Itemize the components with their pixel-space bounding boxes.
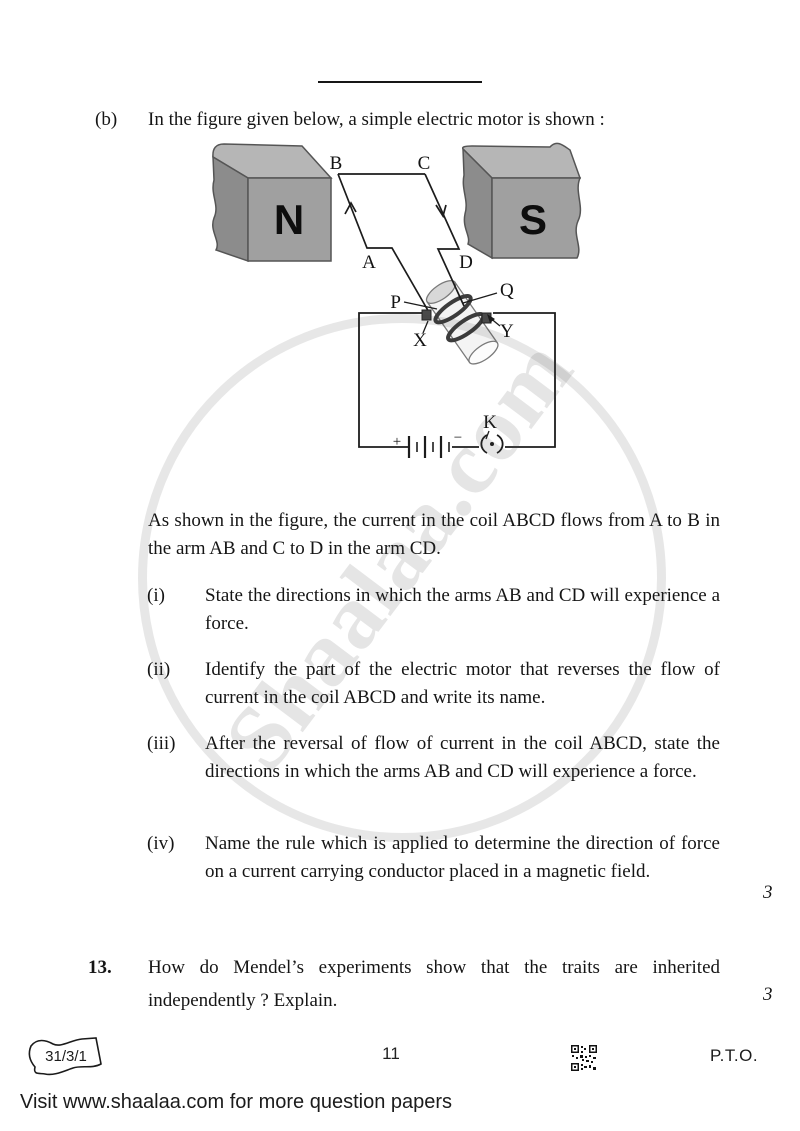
- arm-ab-wire: [337, 173, 431, 315]
- paper-code-flag: 31/3/1: [28, 1037, 102, 1076]
- question-b-description: As shown in the figure, the current in t…: [148, 510, 720, 559]
- pointer-x: [422, 320, 429, 334]
- label-q: Q: [500, 280, 514, 301]
- south-magnet: S: [461, 142, 582, 260]
- subquestion-i-text: State the directions in which the arms A…: [205, 585, 720, 634]
- marks-question-b: 3: [763, 882, 773, 903]
- brush-x: [421, 309, 432, 321]
- circuit-wire: [358, 312, 556, 448]
- subquestion-iii-label: (iii): [147, 733, 176, 754]
- north-pole-label: N: [274, 196, 304, 243]
- question-b-intro-row: (b) In the figure given below, a simple e…: [95, 106, 735, 134]
- south-magnet-front-face: [491, 177, 582, 259]
- question-b-label: (b): [95, 109, 118, 130]
- subquestion-iii: (iii) After the reversal of flow of curr…: [147, 730, 720, 785]
- subquestion-iv-text: Name the rule which is applied to determ…: [205, 833, 720, 882]
- label-x: X: [413, 330, 427, 351]
- question-13-number: 13.: [88, 957, 112, 978]
- north-magnet-front-face: [247, 177, 332, 262]
- label-p: P: [390, 292, 401, 313]
- battery: [407, 436, 450, 458]
- north-magnet-side-face: [212, 155, 249, 263]
- electric-motor-figure: N S + − K: [212, 142, 582, 458]
- subquestion-iv: (iv) Name the rule which is applied to d…: [147, 830, 720, 885]
- qr-code-icon: [571, 1045, 597, 1071]
- visit-link-text: Visit www.shaalaa.com for more question …: [20, 1091, 453, 1113]
- north-magnet-top-face: [212, 143, 333, 179]
- page-number: 11: [382, 1044, 400, 1063]
- pointer-p: [403, 301, 438, 310]
- arm-cd-wire: [424, 173, 465, 307]
- label-y: Y: [500, 321, 514, 342]
- current-arrow-down: [435, 204, 447, 219]
- subquestion-iv-label: (iv): [147, 833, 175, 854]
- coil-abcd: [337, 173, 465, 315]
- subquestion-ii: (ii) Identify the part of the electric m…: [147, 656, 720, 711]
- question-13: 13. How do Mendel’s experiments show tha…: [88, 951, 720, 1017]
- subquestion-i: (i) State the directions in which the ar…: [147, 582, 720, 637]
- current-arrow-up: [344, 201, 357, 215]
- north-magnet: N: [212, 143, 333, 263]
- key-symbol: [480, 430, 504, 454]
- south-pole-label: S: [519, 196, 547, 243]
- axle-cylinder: [425, 280, 499, 365]
- subquestion-ii-text: Identify the part of the electric motor …: [205, 659, 720, 708]
- coil-label-a: A: [362, 252, 376, 273]
- split-ring-p: [433, 294, 473, 325]
- marks-question-13: 3: [763, 984, 773, 1005]
- question-13-text: How do Mendel’s experiments show that th…: [148, 957, 720, 1011]
- battery-plus-label: +: [393, 434, 401, 450]
- key-label: K: [483, 412, 497, 433]
- flag-outline: [28, 1037, 102, 1076]
- paper-code: 31/3/1: [45, 1048, 87, 1065]
- subquestion-ii-label: (ii): [147, 659, 171, 680]
- subquestion-iii-text: After the reversal of flow of current in…: [205, 733, 720, 782]
- south-magnet-side-face: [462, 147, 493, 260]
- coil-label-d: D: [459, 252, 473, 273]
- battery-minus-label: −: [454, 430, 462, 446]
- question-b-intro: In the figure given below, a simple elec…: [148, 109, 605, 130]
- section-divider: [318, 81, 482, 83]
- pointer-y-arrowhead: [487, 314, 495, 323]
- subquestion-i-label: (i): [147, 585, 165, 606]
- coil-label-c: C: [418, 153, 431, 174]
- pointer-q: [462, 292, 498, 304]
- pto-label: P.T.O.: [710, 1046, 759, 1065]
- coil-label-b: B: [330, 153, 343, 174]
- south-magnet-top-face: [461, 142, 582, 179]
